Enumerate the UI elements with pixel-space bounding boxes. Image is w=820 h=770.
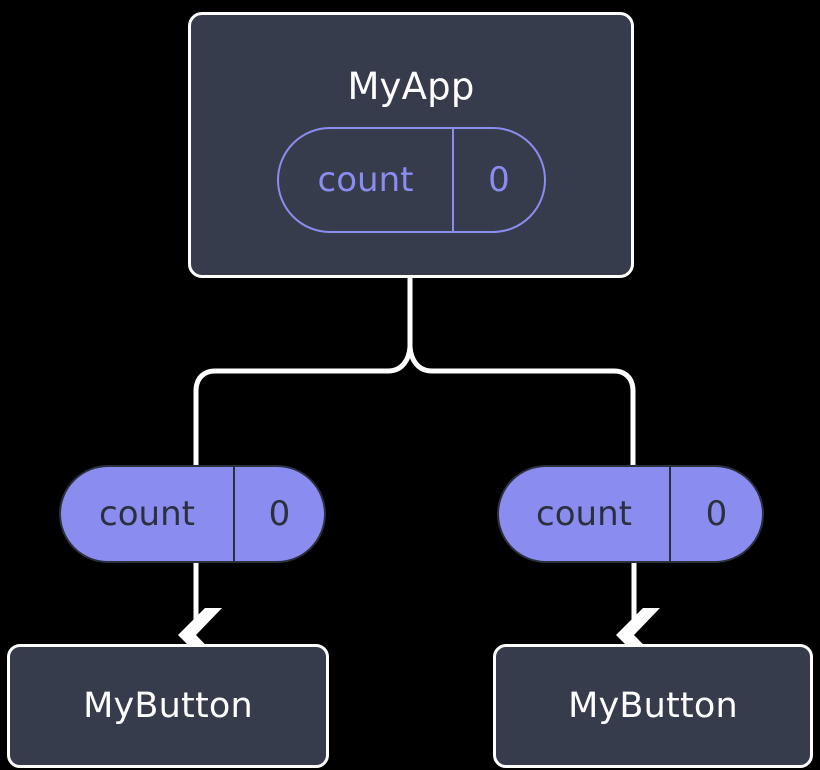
component-box-mybutton-left[interactable]: MyButton	[7, 644, 329, 768]
state-pill-value: 0	[268, 494, 291, 534]
state-pill-left-count[interactable]: count 0	[59, 465, 326, 563]
wire-fork-left-arm	[193, 346, 413, 468]
component-title-myapp: MyApp	[347, 65, 475, 108]
state-pill-myapp-count[interactable]: count 0	[277, 127, 546, 233]
state-pill-key: count	[61, 467, 235, 561]
component-title-mybutton: MyButton	[568, 685, 738, 726]
component-box-mybutton-right[interactable]: MyButton	[493, 644, 813, 768]
state-pill-value: 0	[488, 160, 510, 200]
state-pill-key: count	[499, 467, 671, 561]
state-pill-value: 0	[705, 494, 728, 534]
state-pill-key: count	[279, 129, 454, 231]
component-title-mybutton: MyButton	[83, 685, 253, 726]
state-pill-right-count[interactable]: count 0	[497, 465, 764, 563]
wire-fork-right-arm	[407, 346, 636, 468]
